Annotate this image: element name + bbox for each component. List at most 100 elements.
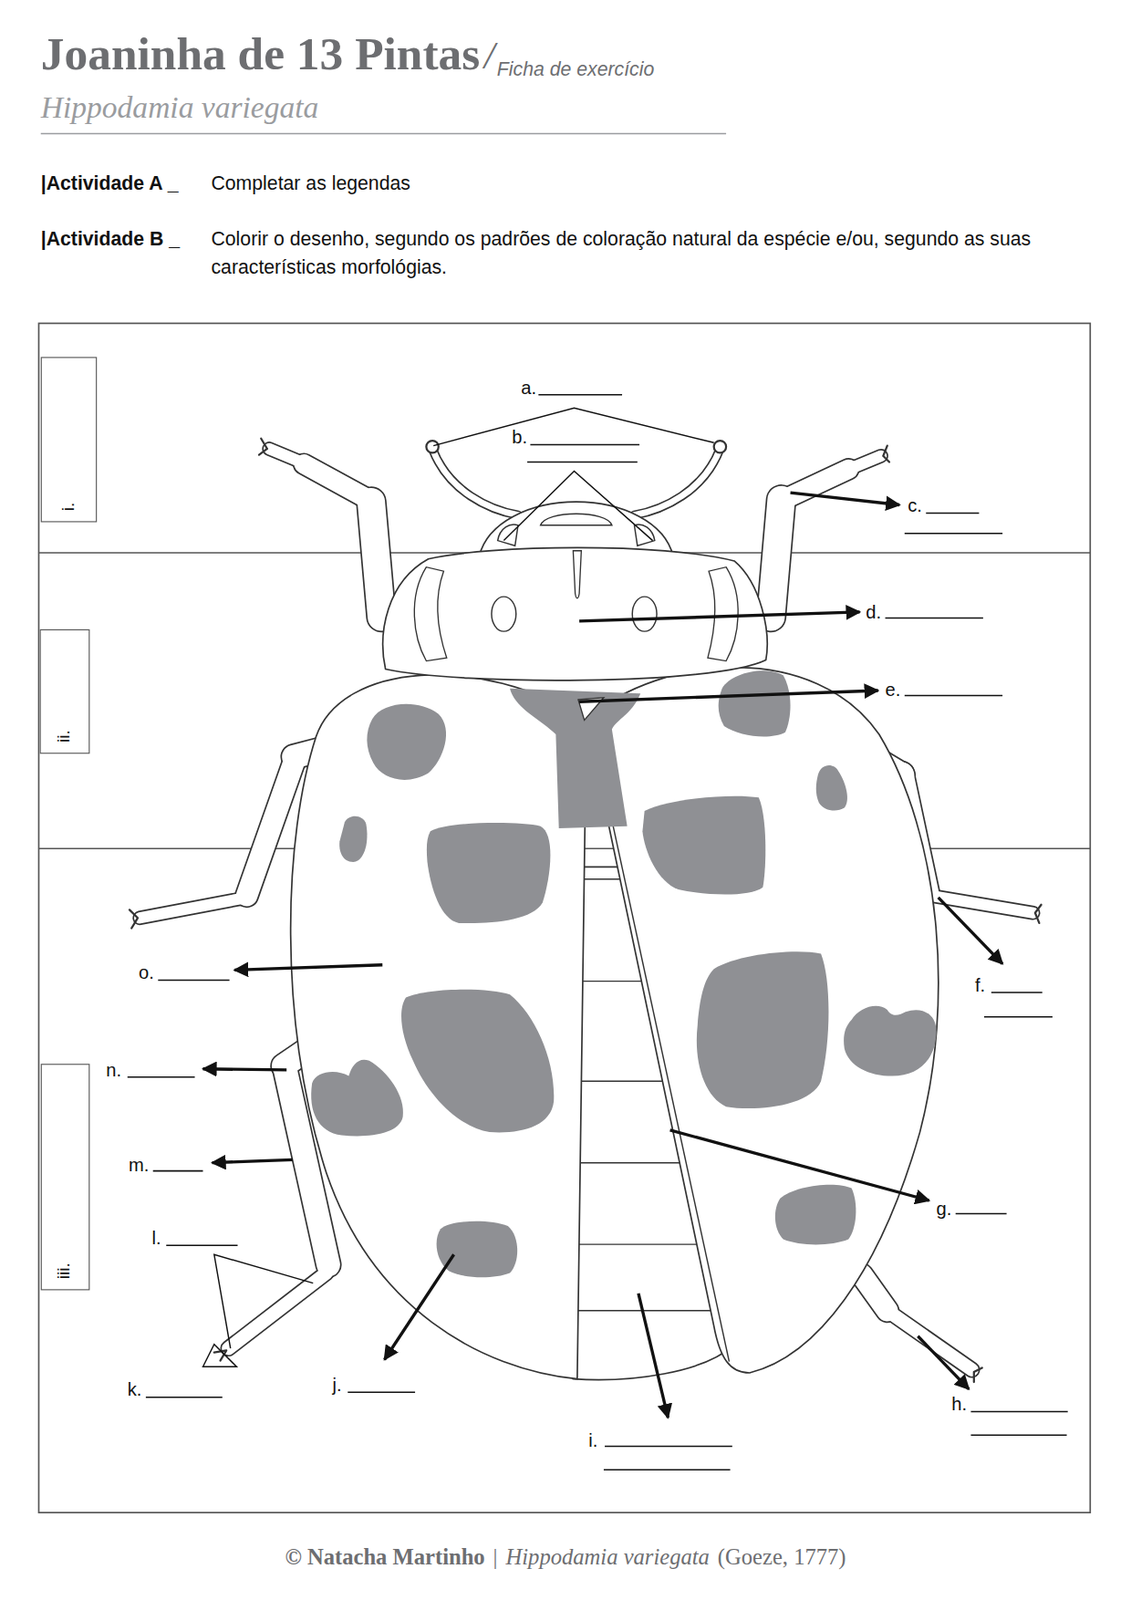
drawing-part bbox=[432, 448, 519, 516]
drawing-part bbox=[882, 446, 890, 463]
drawing-part bbox=[401, 989, 554, 1133]
drawing-part bbox=[491, 596, 517, 632]
callout-letter: b. bbox=[511, 426, 528, 447]
species-name: Hippodamia variegata bbox=[41, 89, 320, 124]
callout-letter: f. bbox=[975, 975, 986, 996]
drawing-part bbox=[129, 438, 1042, 1382]
drawing-part bbox=[887, 1310, 973, 1370]
drawing-part bbox=[885, 617, 984, 620]
drawing-part bbox=[311, 670, 936, 1277]
drawing-part bbox=[970, 1411, 1068, 1413]
section-number: i. bbox=[58, 502, 77, 512]
drawing-part bbox=[633, 448, 720, 516]
drawing-part bbox=[436, 1221, 519, 1277]
drawing-part bbox=[579, 612, 860, 622]
drawing-part bbox=[707, 567, 738, 662]
drawing-part bbox=[775, 1184, 857, 1246]
footer-text: | bbox=[493, 1544, 499, 1570]
drawing-part bbox=[572, 550, 582, 599]
drawing-part bbox=[498, 524, 519, 546]
drawing-part bbox=[269, 448, 306, 465]
drawing-part bbox=[846, 456, 882, 471]
footer: © Natacha Martinho|Hippodamia variegata(… bbox=[0, 1544, 1131, 1572]
drawing-part bbox=[203, 407, 715, 1367]
drawing-part bbox=[127, 1076, 196, 1079]
drawing-part bbox=[529, 444, 640, 447]
callout-letter: o. bbox=[138, 963, 155, 984]
drawing-part bbox=[633, 448, 720, 516]
drawing-part bbox=[904, 695, 1003, 697]
section-number: iii. bbox=[54, 1262, 73, 1279]
callout-letter: i. bbox=[588, 1430, 598, 1451]
drawing-part bbox=[579, 690, 879, 702]
drawing-part bbox=[41, 133, 727, 135]
activity-heading: |Actividade B _ bbox=[41, 225, 180, 253]
drawing-part bbox=[955, 1213, 1007, 1215]
drawing-part bbox=[790, 492, 901, 505]
drawing-part bbox=[247, 757, 297, 896]
activity-text: Completar as legendas bbox=[210, 169, 410, 198]
drawing-part bbox=[38, 322, 1090, 1513]
drawing-part bbox=[139, 897, 247, 918]
drawing-part bbox=[718, 670, 791, 737]
drawing-part bbox=[917, 1336, 969, 1390]
drawing-part bbox=[371, 501, 382, 617]
callout-letter: m. bbox=[128, 1154, 149, 1175]
drawing-part bbox=[203, 1068, 288, 1070]
drawing-part bbox=[311, 1059, 404, 1137]
section-box: iii. bbox=[41, 1063, 91, 1290]
drawing-part bbox=[139, 897, 247, 918]
drawing-part bbox=[432, 448, 519, 516]
drawing-part bbox=[604, 1445, 733, 1448]
drawing-part bbox=[970, 1433, 1067, 1436]
activity-text: Colorir o desenho, segundo os padrões de… bbox=[210, 225, 1099, 281]
callout-letter: l. bbox=[152, 1227, 162, 1248]
drawing-part bbox=[696, 951, 830, 1109]
drawing-part bbox=[538, 394, 623, 396]
drawing-part bbox=[259, 438, 268, 456]
drawing-part bbox=[383, 547, 768, 680]
callout-letter: d. bbox=[865, 601, 882, 623]
drawing-part bbox=[425, 440, 438, 453]
drawing-part bbox=[603, 1468, 731, 1471]
callout-letter: k. bbox=[127, 1379, 143, 1400]
drawing-part bbox=[371, 501, 382, 617]
drawing-part bbox=[290, 674, 587, 1380]
drawing-part bbox=[991, 991, 1043, 994]
callout-letter: e. bbox=[885, 679, 902, 700]
drawing-part bbox=[247, 757, 297, 896]
drawing-part bbox=[642, 796, 766, 895]
callout-letter: n. bbox=[105, 1059, 122, 1080]
section-box: i. bbox=[41, 356, 97, 522]
drawing-part bbox=[234, 964, 383, 971]
drawing-part bbox=[770, 499, 781, 618]
drawing-part bbox=[586, 667, 939, 1373]
footer-text: © Natacha Martinho bbox=[284, 1544, 485, 1570]
drawing-part bbox=[846, 456, 882, 471]
drawing-part bbox=[426, 822, 551, 924]
title-separator: / bbox=[484, 34, 496, 78]
callout-letter: j. bbox=[332, 1374, 343, 1395]
drawing-part bbox=[366, 704, 447, 780]
worksheet-type: Ficha de exercício bbox=[497, 59, 654, 81]
drawing-part bbox=[203, 492, 1004, 1418]
drawing-part bbox=[303, 464, 370, 500]
section-box: ii. bbox=[40, 629, 91, 754]
drawing-part bbox=[203, 1344, 238, 1368]
footer-text: Hippodamia variegata bbox=[505, 1544, 709, 1570]
section-number: ii. bbox=[54, 729, 73, 743]
drawing-part bbox=[503, 471, 653, 541]
drawing-part bbox=[228, 1272, 326, 1349]
drawing-part bbox=[1035, 904, 1042, 924]
drawing-part bbox=[714, 440, 727, 453]
drawing-part bbox=[433, 407, 714, 446]
drawing-part bbox=[974, 1367, 983, 1382]
drawing-part bbox=[638, 1293, 668, 1418]
page-title: Joaninha de 13 Pintas bbox=[41, 28, 481, 81]
drawing-part bbox=[816, 765, 848, 811]
callout-letter: c. bbox=[907, 495, 923, 516]
drawing-part bbox=[904, 532, 1003, 535]
drawing-part bbox=[509, 688, 641, 829]
drawing-part bbox=[127, 394, 1069, 1471]
callout-letter: a. bbox=[520, 377, 537, 398]
